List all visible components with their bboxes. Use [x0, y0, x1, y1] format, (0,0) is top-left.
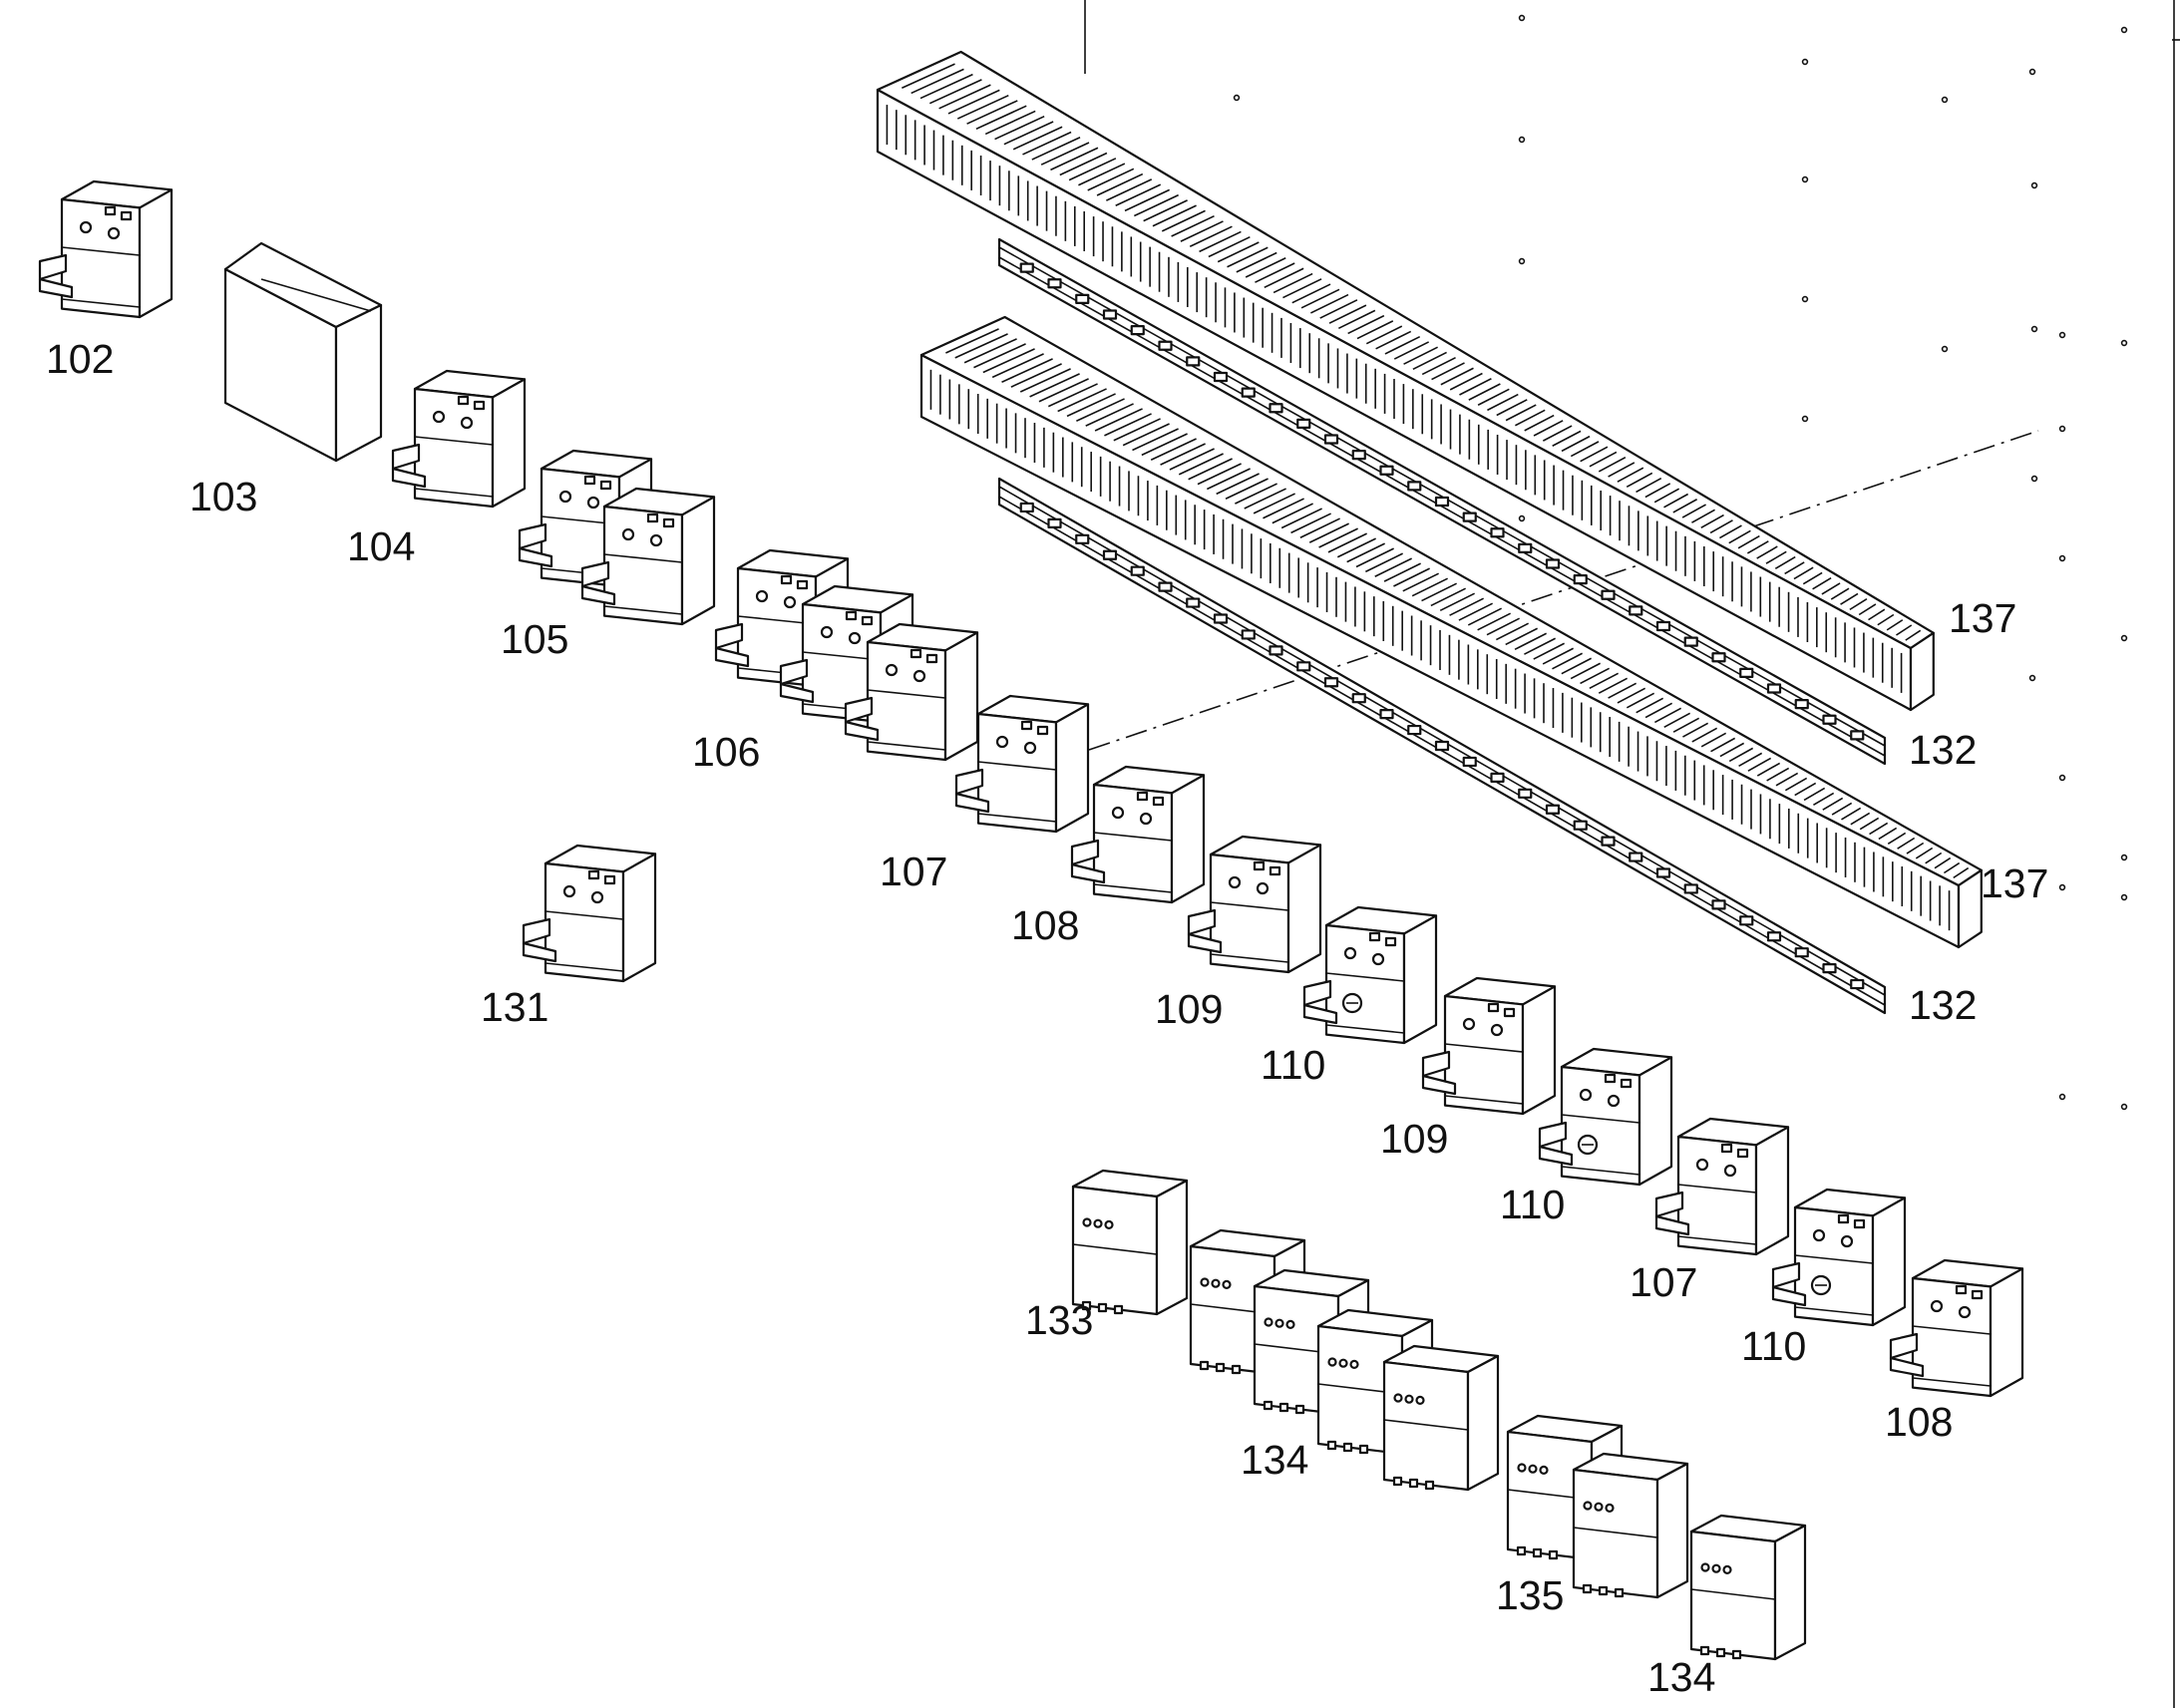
- part-label-102: 102: [46, 336, 114, 382]
- part-label-131: 131: [481, 984, 548, 1030]
- part-label-109: 109: [1380, 1116, 1448, 1162]
- breaker: [1889, 1258, 2024, 1398]
- relay-module-4: [1382, 1344, 1500, 1492]
- part-label-133: 133: [1025, 1297, 1093, 1343]
- breaker-2: [580, 487, 716, 626]
- relay-module-2: [1572, 1452, 1689, 1599]
- part-label-106: 106: [692, 729, 760, 775]
- breaker-with-knob: [1771, 1188, 1907, 1327]
- part-label-103: 103: [189, 474, 257, 519]
- breaker: [1421, 976, 1557, 1116]
- breaker: [522, 844, 657, 983]
- breaker-3: [844, 622, 979, 762]
- cover-box: [223, 241, 383, 463]
- part-label-107: 107: [880, 849, 947, 894]
- breaker-with-knob: [1302, 905, 1438, 1045]
- relay-module: [1071, 1169, 1189, 1316]
- breaker: [1654, 1117, 1790, 1256]
- part-label-134: 134: [1241, 1437, 1308, 1483]
- part-label-137: 137: [1981, 860, 2048, 906]
- part-label-110: 110: [1500, 1182, 1565, 1227]
- part-label-110: 110: [1741, 1323, 1806, 1369]
- part-label-132: 132: [1909, 982, 1977, 1028]
- part-label-134: 134: [1647, 1654, 1715, 1700]
- part-label-104: 104: [347, 523, 415, 569]
- breaker: [954, 694, 1090, 834]
- breaker: [38, 179, 174, 319]
- part-label-109: 109: [1155, 986, 1223, 1032]
- breaker: [1187, 835, 1322, 974]
- part-label-137: 137: [1949, 595, 2016, 641]
- part-label-108: 108: [1885, 1399, 1953, 1445]
- part-label-135: 135: [1496, 1572, 1564, 1618]
- part-label-108: 108: [1011, 902, 1079, 948]
- breaker-with-knob: [1538, 1047, 1673, 1187]
- part-label-105: 105: [501, 616, 568, 662]
- part-label-107: 107: [1630, 1259, 1697, 1305]
- breaker: [1070, 765, 1206, 904]
- relay-module: [1689, 1514, 1807, 1661]
- part-label-110: 110: [1261, 1042, 1325, 1088]
- part-label-132: 132: [1909, 727, 1977, 773]
- breaker: [391, 369, 527, 509]
